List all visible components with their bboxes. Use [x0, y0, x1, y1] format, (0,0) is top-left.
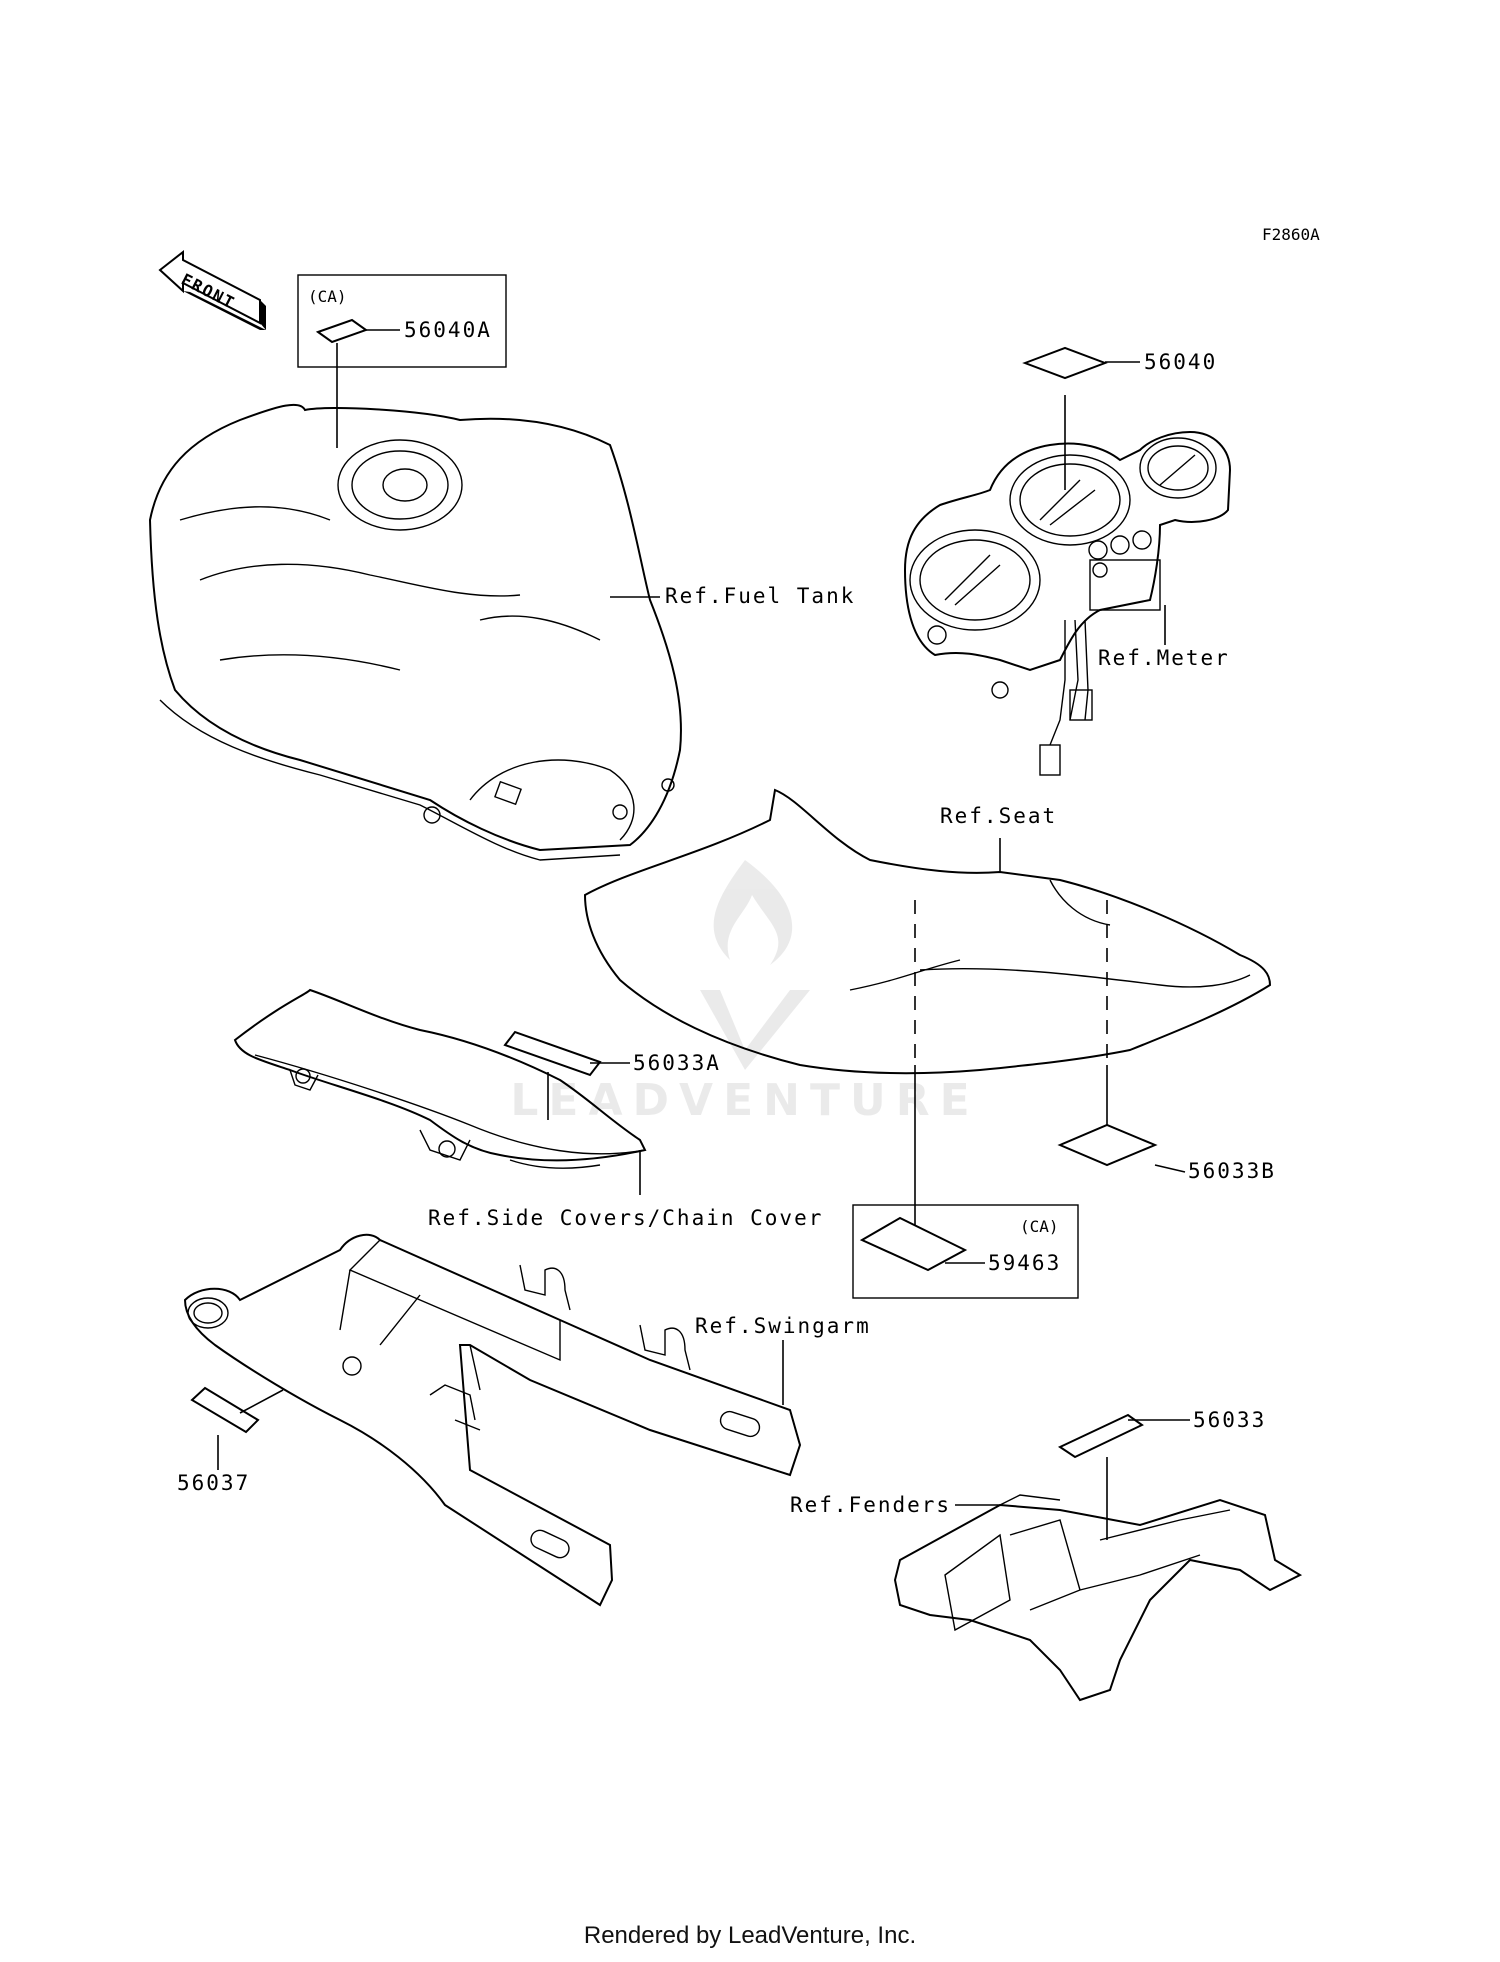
ref-fenders-label: Ref.Fenders	[790, 1493, 951, 1517]
ca-tag-top: (CA)	[308, 287, 347, 306]
ref-swingarm-label: Ref.Swingarm	[695, 1314, 871, 1338]
ca-box-bottom	[852, 1204, 1079, 1299]
ref-meter-label: Ref.Meter	[1098, 646, 1230, 670]
part-56033-label: 56033	[1193, 1408, 1266, 1432]
footer-credit: Rendered by LeadVenture, Inc.	[583, 1922, 917, 1949]
fenders-drawing	[893, 1494, 1303, 1702]
decal-59463	[859, 1216, 968, 1272]
decal-56033A	[503, 1030, 602, 1077]
ref-seat-label: Ref.Seat	[940, 804, 1057, 828]
ca-tag-bottom: (CA)	[1020, 1217, 1059, 1236]
chain-cover-drawing	[233, 988, 647, 1169]
part-56040-label: 56040	[1144, 350, 1217, 374]
decal-56037	[190, 1386, 260, 1434]
diagram-code: F2860A	[1262, 225, 1320, 244]
ref-fuel-tank-label: Ref.Fuel Tank	[665, 584, 855, 608]
ref-side-covers-label: Ref.Side Covers/Chain Cover	[428, 1206, 823, 1230]
decal-56033	[1057, 1413, 1144, 1459]
ca-box-top	[297, 274, 507, 368]
part-56033A-label: 56033A	[633, 1051, 721, 1075]
part-56037-label: 56037	[177, 1471, 250, 1495]
seat-drawing	[583, 788, 1272, 1075]
part-56040A-label: 56040A	[404, 318, 492, 342]
part-56033B-label: 56033B	[1188, 1159, 1276, 1183]
meter-drawing	[903, 430, 1232, 776]
swingarm-drawing	[183, 1233, 802, 1607]
decal-56040	[1022, 346, 1108, 380]
part-59463-label: 59463	[988, 1251, 1061, 1275]
watermark-text: LEADVENTURE	[510, 1075, 979, 1126]
decal-56033B	[1057, 1123, 1158, 1167]
fuel-tank-drawing	[148, 403, 682, 861]
decal-56040A	[315, 318, 369, 344]
watermark: LEADVENTURE	[510, 860, 979, 1126]
front-arrow-icon: FRONT	[158, 249, 266, 330]
